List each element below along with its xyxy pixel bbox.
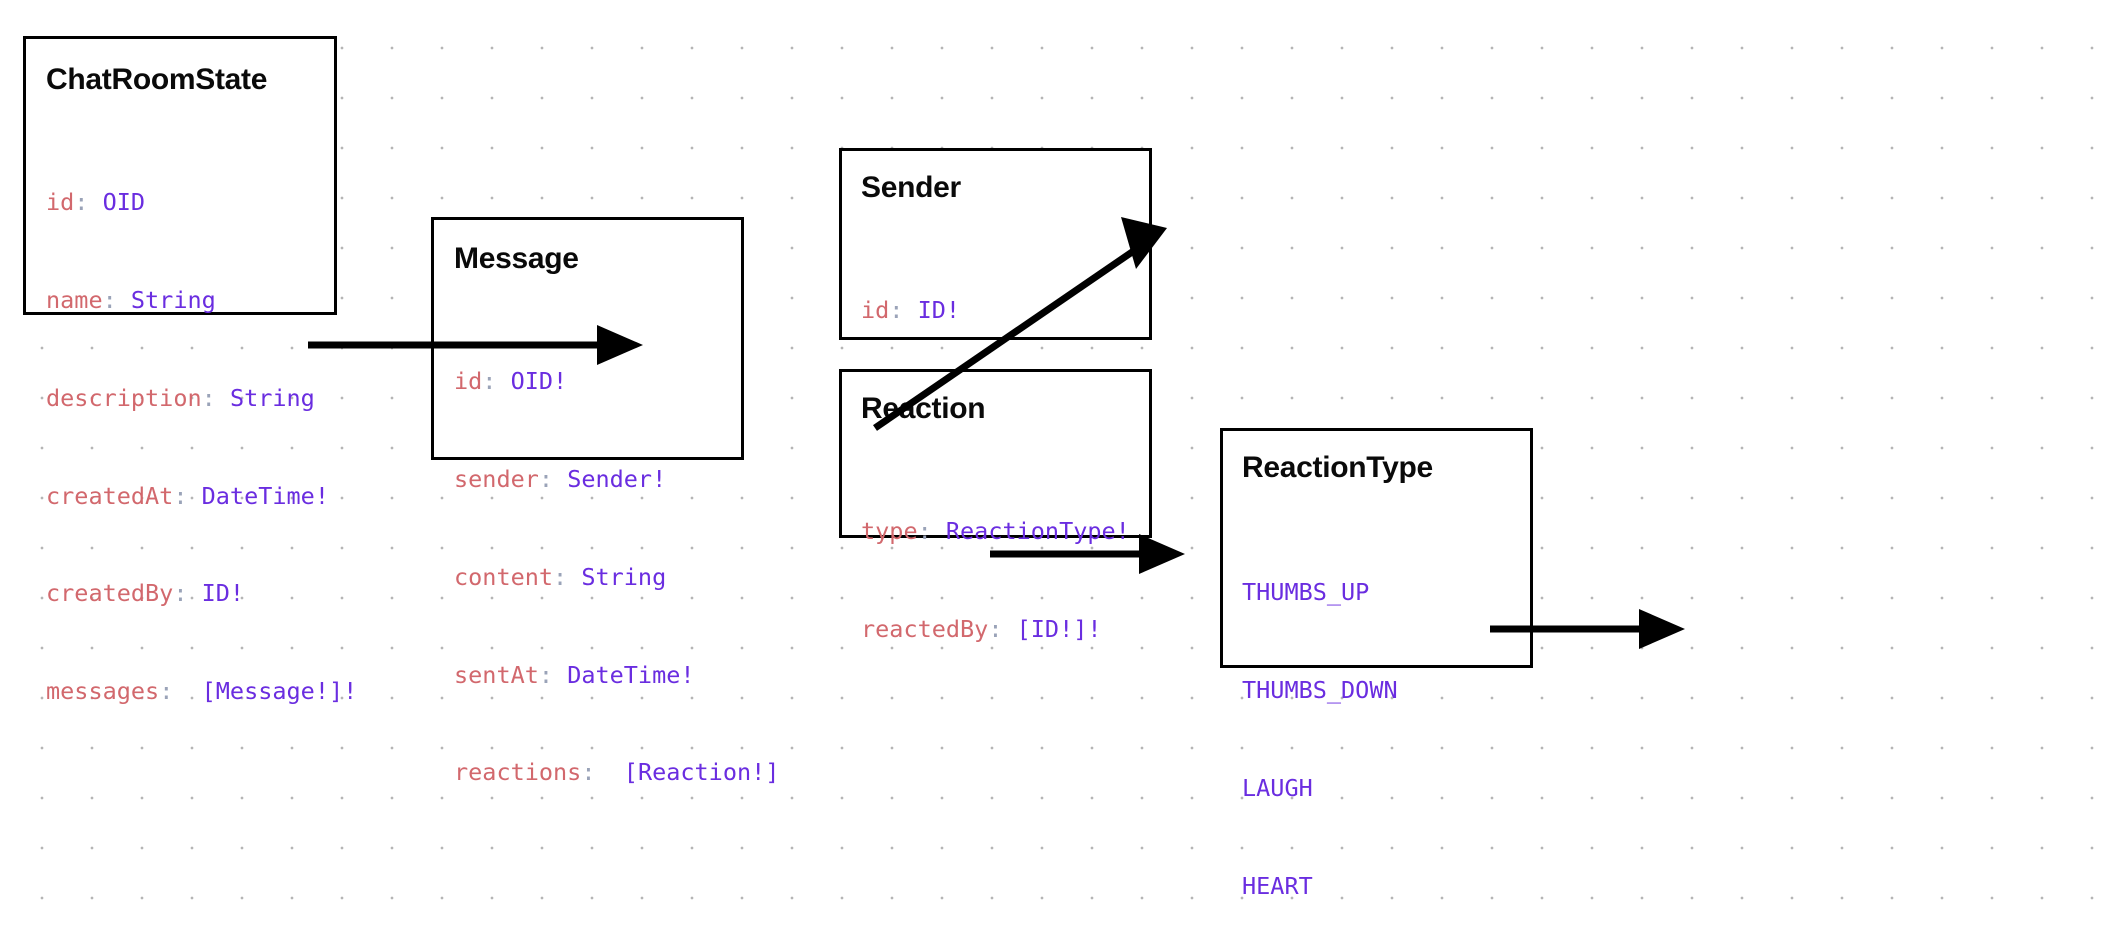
field-row: reactedBy: [ID!]! <box>861 613 1149 646</box>
node-chatroomstate[interactable]: ChatRoomState id: OID name: String descr… <box>23 36 357 705</box>
enum-value: THUMBS_UP <box>1242 578 1370 607</box>
node-message[interactable]: Message id: OID! sender: Sender! content… <box>431 217 779 786</box>
enum-value: THUMBS_DOWN <box>1242 675 1398 704</box>
field-type: ReactionType! <box>945 517 1130 546</box>
field-colon: : <box>102 285 131 314</box>
field-type: Sender! <box>567 464 667 493</box>
field-colon: : <box>538 464 568 493</box>
node-fields-reaction: type: ReactionType! reactedBy: [ID!]! <box>861 450 1149 711</box>
node-fields-chatroomstate: id: OID name: String description: String… <box>46 121 357 773</box>
field-row: sentAt: DateTime! <box>454 659 741 692</box>
field-name: id <box>454 367 483 396</box>
field-row: type: ReactionType! <box>861 515 1149 548</box>
field-colon: : <box>889 296 918 325</box>
node-title-reactiontype: ReactionType <box>1242 451 1433 484</box>
field-row: description: String <box>46 382 334 415</box>
field-type: String <box>130 285 216 314</box>
field-type: ID! <box>201 579 245 608</box>
node-title-chatroomstate: ChatRoomState <box>46 63 268 96</box>
node-sender[interactable]: Sender id: ID! name: String avatarURL: U… <box>839 148 1152 520</box>
field-row: sender: Sender! <box>454 463 741 496</box>
field-row: reactions: [Reaction!] <box>454 756 779 789</box>
field-name: id <box>861 296 890 325</box>
field-colon: : <box>482 367 511 396</box>
field-colon: : <box>173 579 202 608</box>
field-colon: : <box>538 660 568 689</box>
field-name: description <box>46 383 202 412</box>
field-name: type <box>861 517 918 546</box>
field-colon: : <box>581 758 624 787</box>
field-name: sentAt <box>454 660 539 689</box>
field-type: ID! <box>917 296 961 325</box>
node-title-sender: Sender <box>861 171 961 204</box>
field-type: String <box>229 383 315 412</box>
field-type: [Message!]! <box>201 677 358 706</box>
field-row: id: ID! <box>861 294 1149 327</box>
enum-value: LAUGH <box>1242 773 1313 802</box>
field-colon: : <box>917 517 946 546</box>
node-title-message: Message <box>454 242 579 275</box>
field-name: content <box>454 562 554 591</box>
node-title-reaction: Reaction <box>861 392 986 425</box>
field-name: name <box>46 285 103 314</box>
node-reaction[interactable]: Reaction type: ReactionType! reactedBy: … <box>839 369 1152 643</box>
field-row: messages: [Message!]! <box>46 675 357 708</box>
field-row: id: OID <box>46 186 334 219</box>
field-row: name: String <box>46 284 334 317</box>
field-type: OID! <box>510 367 568 396</box>
field-name: reactedBy <box>861 614 989 643</box>
field-type: DateTime! <box>567 660 695 689</box>
field-type: String <box>581 562 667 591</box>
enum-value: HEART <box>1242 871 1313 900</box>
field-name: sender <box>454 464 539 493</box>
node-fields-message: id: OID! sender: Sender! content: String… <box>454 300 779 854</box>
field-colon: : <box>553 562 582 591</box>
field-name: createdBy <box>46 579 174 608</box>
field-name: createdAt <box>46 481 174 510</box>
node-reactiontype[interactable]: ReactionType THUMBS_UP THUMBS_DOWN LAUGH… <box>1220 428 1533 900</box>
field-colon: : <box>74 188 103 217</box>
field-row: id: OID! <box>454 365 741 398</box>
field-colon: : <box>201 383 230 412</box>
field-colon: : <box>159 677 202 706</box>
field-row: createdBy: ID! <box>46 577 334 610</box>
field-type: DateTime! <box>201 481 329 510</box>
field-type: [ID!]! <box>1016 614 1102 643</box>
field-colon: : <box>173 481 202 510</box>
field-type: OID <box>102 188 146 217</box>
field-colon: : <box>988 614 1017 643</box>
field-row: createdAt: DateTime! <box>46 480 334 513</box>
field-name: messages <box>46 677 160 706</box>
field-name: reactions <box>454 758 582 787</box>
node-values-reactiontype: THUMBS_UP THUMBS_DOWN LAUGH HEART CRY <box>1242 511 1530 946</box>
field-name: id <box>46 188 75 217</box>
field-row: content: String <box>454 561 741 594</box>
field-type: [Reaction!] <box>623 758 780 787</box>
